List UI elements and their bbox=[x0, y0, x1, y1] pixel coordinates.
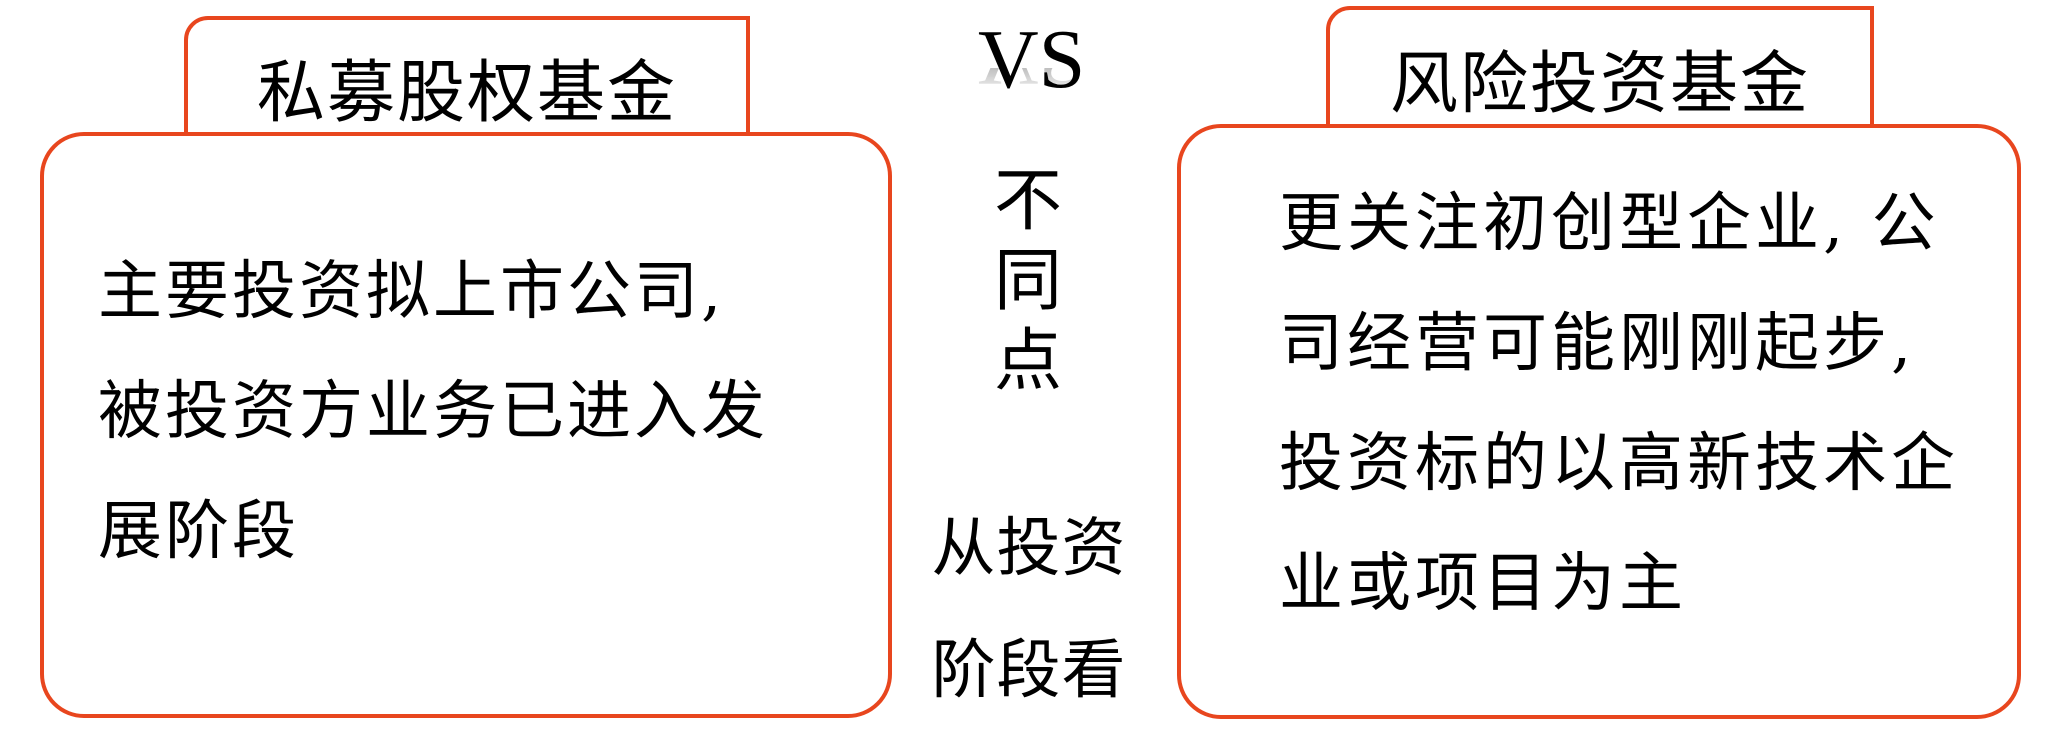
right-description: 更关注初创型企业, 公 司经营可能刚刚起步, 投资标的以高新技术企 业或项目为主 bbox=[1279, 164, 1959, 644]
caption-line-1: 从投资 bbox=[931, 512, 1127, 586]
right-panel: 更关注初创型企业, 公 司经营可能刚刚起步, 投资标的以高新技术企 业或项目为主 bbox=[1177, 124, 2021, 719]
vs-reflection: VS bbox=[978, 68, 1085, 98]
right-line-3: 投资标的以高新技术企 bbox=[1279, 427, 1959, 501]
left-line-2: 被投资方业务已进入发 bbox=[98, 375, 768, 449]
left-line-1: 主要投资拟上市公司, bbox=[98, 255, 725, 329]
difference-char-1: 不 bbox=[993, 162, 1062, 241]
left-description: 主要投资拟上市公司, 被投资方业务已进入发 展阶段 bbox=[98, 232, 768, 592]
right-title: 风险投资基金 bbox=[1389, 44, 1810, 124]
right-line-4: 业或项目为主 bbox=[1279, 547, 1687, 621]
right-line-2: 司经营可能刚刚起步, bbox=[1279, 307, 1916, 381]
left-line-3: 展阶段 bbox=[98, 495, 299, 569]
perspective-caption: 从投资 阶段看 bbox=[926, 488, 1132, 732]
difference-label-vertical: 不 同 点 bbox=[990, 162, 1066, 402]
right-line-1: 更关注初创型企业, 公 bbox=[1279, 187, 1940, 261]
difference-char-2: 同 bbox=[993, 242, 1062, 321]
left-panel: 主要投资拟上市公司, 被投资方业务已进入发 展阶段 bbox=[40, 132, 892, 718]
vs-label: VS bbox=[978, 13, 1086, 106]
left-title: 私募股权基金 bbox=[256, 53, 677, 133]
difference-char-3: 点 bbox=[993, 322, 1062, 401]
caption-line-2: 阶段看 bbox=[931, 634, 1127, 708]
